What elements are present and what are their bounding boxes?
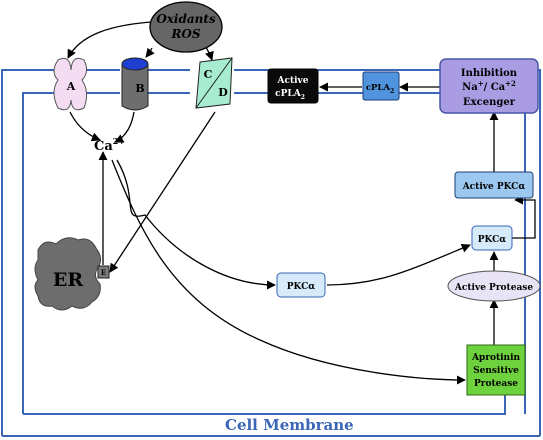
active-protease-label: Active Protease	[454, 283, 533, 293]
oxidants-label: Oxidants	[156, 12, 216, 26]
channel-e-label: E	[101, 268, 106, 277]
channel-cd: C D	[195, 57, 233, 109]
svg-text:cPLA2: cPLA2	[275, 89, 305, 101]
channel-b-label: B	[135, 82, 144, 95]
active-pkc-box: Active PKCα	[454, 171, 534, 199]
arrows	[67, 21, 536, 385]
oxidants-ros: Oxidants ROS	[149, 1, 223, 53]
arrow-d-to-er-e	[109, 111, 216, 273]
calcium-label: Ca	[94, 139, 113, 154]
channel-d-label: D	[218, 86, 228, 99]
exchanger-line1: Inhibition	[461, 68, 518, 79]
active-cpla2-box: Active cPLA2	[267, 68, 319, 104]
svg-text:Na+/ Ca+2: Na+/ Ca+2	[462, 79, 516, 93]
aprotinin-box: Aprotinin Sensitive Protease	[466, 344, 526, 396]
exchanger-ca: / Ca	[484, 82, 506, 93]
cpla2-box: cPLA2	[362, 71, 400, 101]
active-pkc-label: Active PKCα	[462, 182, 526, 192]
arrow-pkc-right-to-active-pkc	[512, 195, 536, 239]
arrow-ca-to-aprotinin	[111, 159, 466, 385]
exchanger-box: Inhibition Na+/ Ca+2 Excenger	[439, 58, 539, 114]
arrow-ca-to-pkc-mid	[116, 159, 276, 290]
channel-c-label: C	[204, 68, 213, 81]
exchanger-na: Na	[462, 82, 478, 93]
pkc-right-box: PKCα	[471, 225, 513, 251]
arrow-b-to-ca	[114, 111, 135, 143]
arrow-a-to-ca	[69, 111, 101, 142]
pkc-right-label: PKCα	[478, 235, 507, 245]
arrow-ros-to-b	[145, 47, 155, 58]
calcium-charge: 2+	[113, 136, 125, 146]
channel-e	[97, 265, 110, 279]
aprotinin-line3: Protease	[474, 379, 518, 389]
active-cpla2-line2: cPLA	[275, 89, 302, 99]
active-cpla2-line1: Active	[277, 76, 309, 86]
arrow-pkc-mid-to-pkc-right	[326, 243, 471, 286]
channel-a: A	[53, 57, 88, 111]
ros-label: ROS	[170, 27, 200, 41]
pkc-mid-box: PKCα	[276, 272, 326, 298]
endoplasmic-reticulum: ER E	[34, 237, 110, 311]
exchanger-na-sup: +	[478, 79, 484, 88]
cpla2-label: cPLA	[366, 83, 391, 93]
svg-text:cPLA2: cPLA2	[366, 83, 394, 95]
exchanger-line3: Excenger	[463, 97, 516, 108]
channel-a-label: A	[66, 80, 76, 93]
active-cpla2-sub: 2	[301, 94, 305, 101]
pkc-mid-label: PKCα	[287, 282, 316, 292]
aprotinin-line2: Sensitive	[473, 366, 519, 376]
er-label: ER	[53, 269, 83, 291]
channel-b: B	[121, 57, 149, 111]
svg-text:Ca2+: Ca2+	[94, 136, 125, 154]
arrow-ros-to-a	[67, 21, 153, 59]
calcium-ion: Ca2+	[94, 136, 125, 154]
cpla2-sub: 2	[390, 88, 394, 95]
exchanger-ca-sup: +2	[505, 79, 516, 88]
active-protease-ellipse: Active Protease	[447, 270, 541, 302]
cell-membrane-label: Cell Membrane	[225, 416, 354, 434]
aprotinin-line1: Aprotinin	[471, 353, 521, 363]
